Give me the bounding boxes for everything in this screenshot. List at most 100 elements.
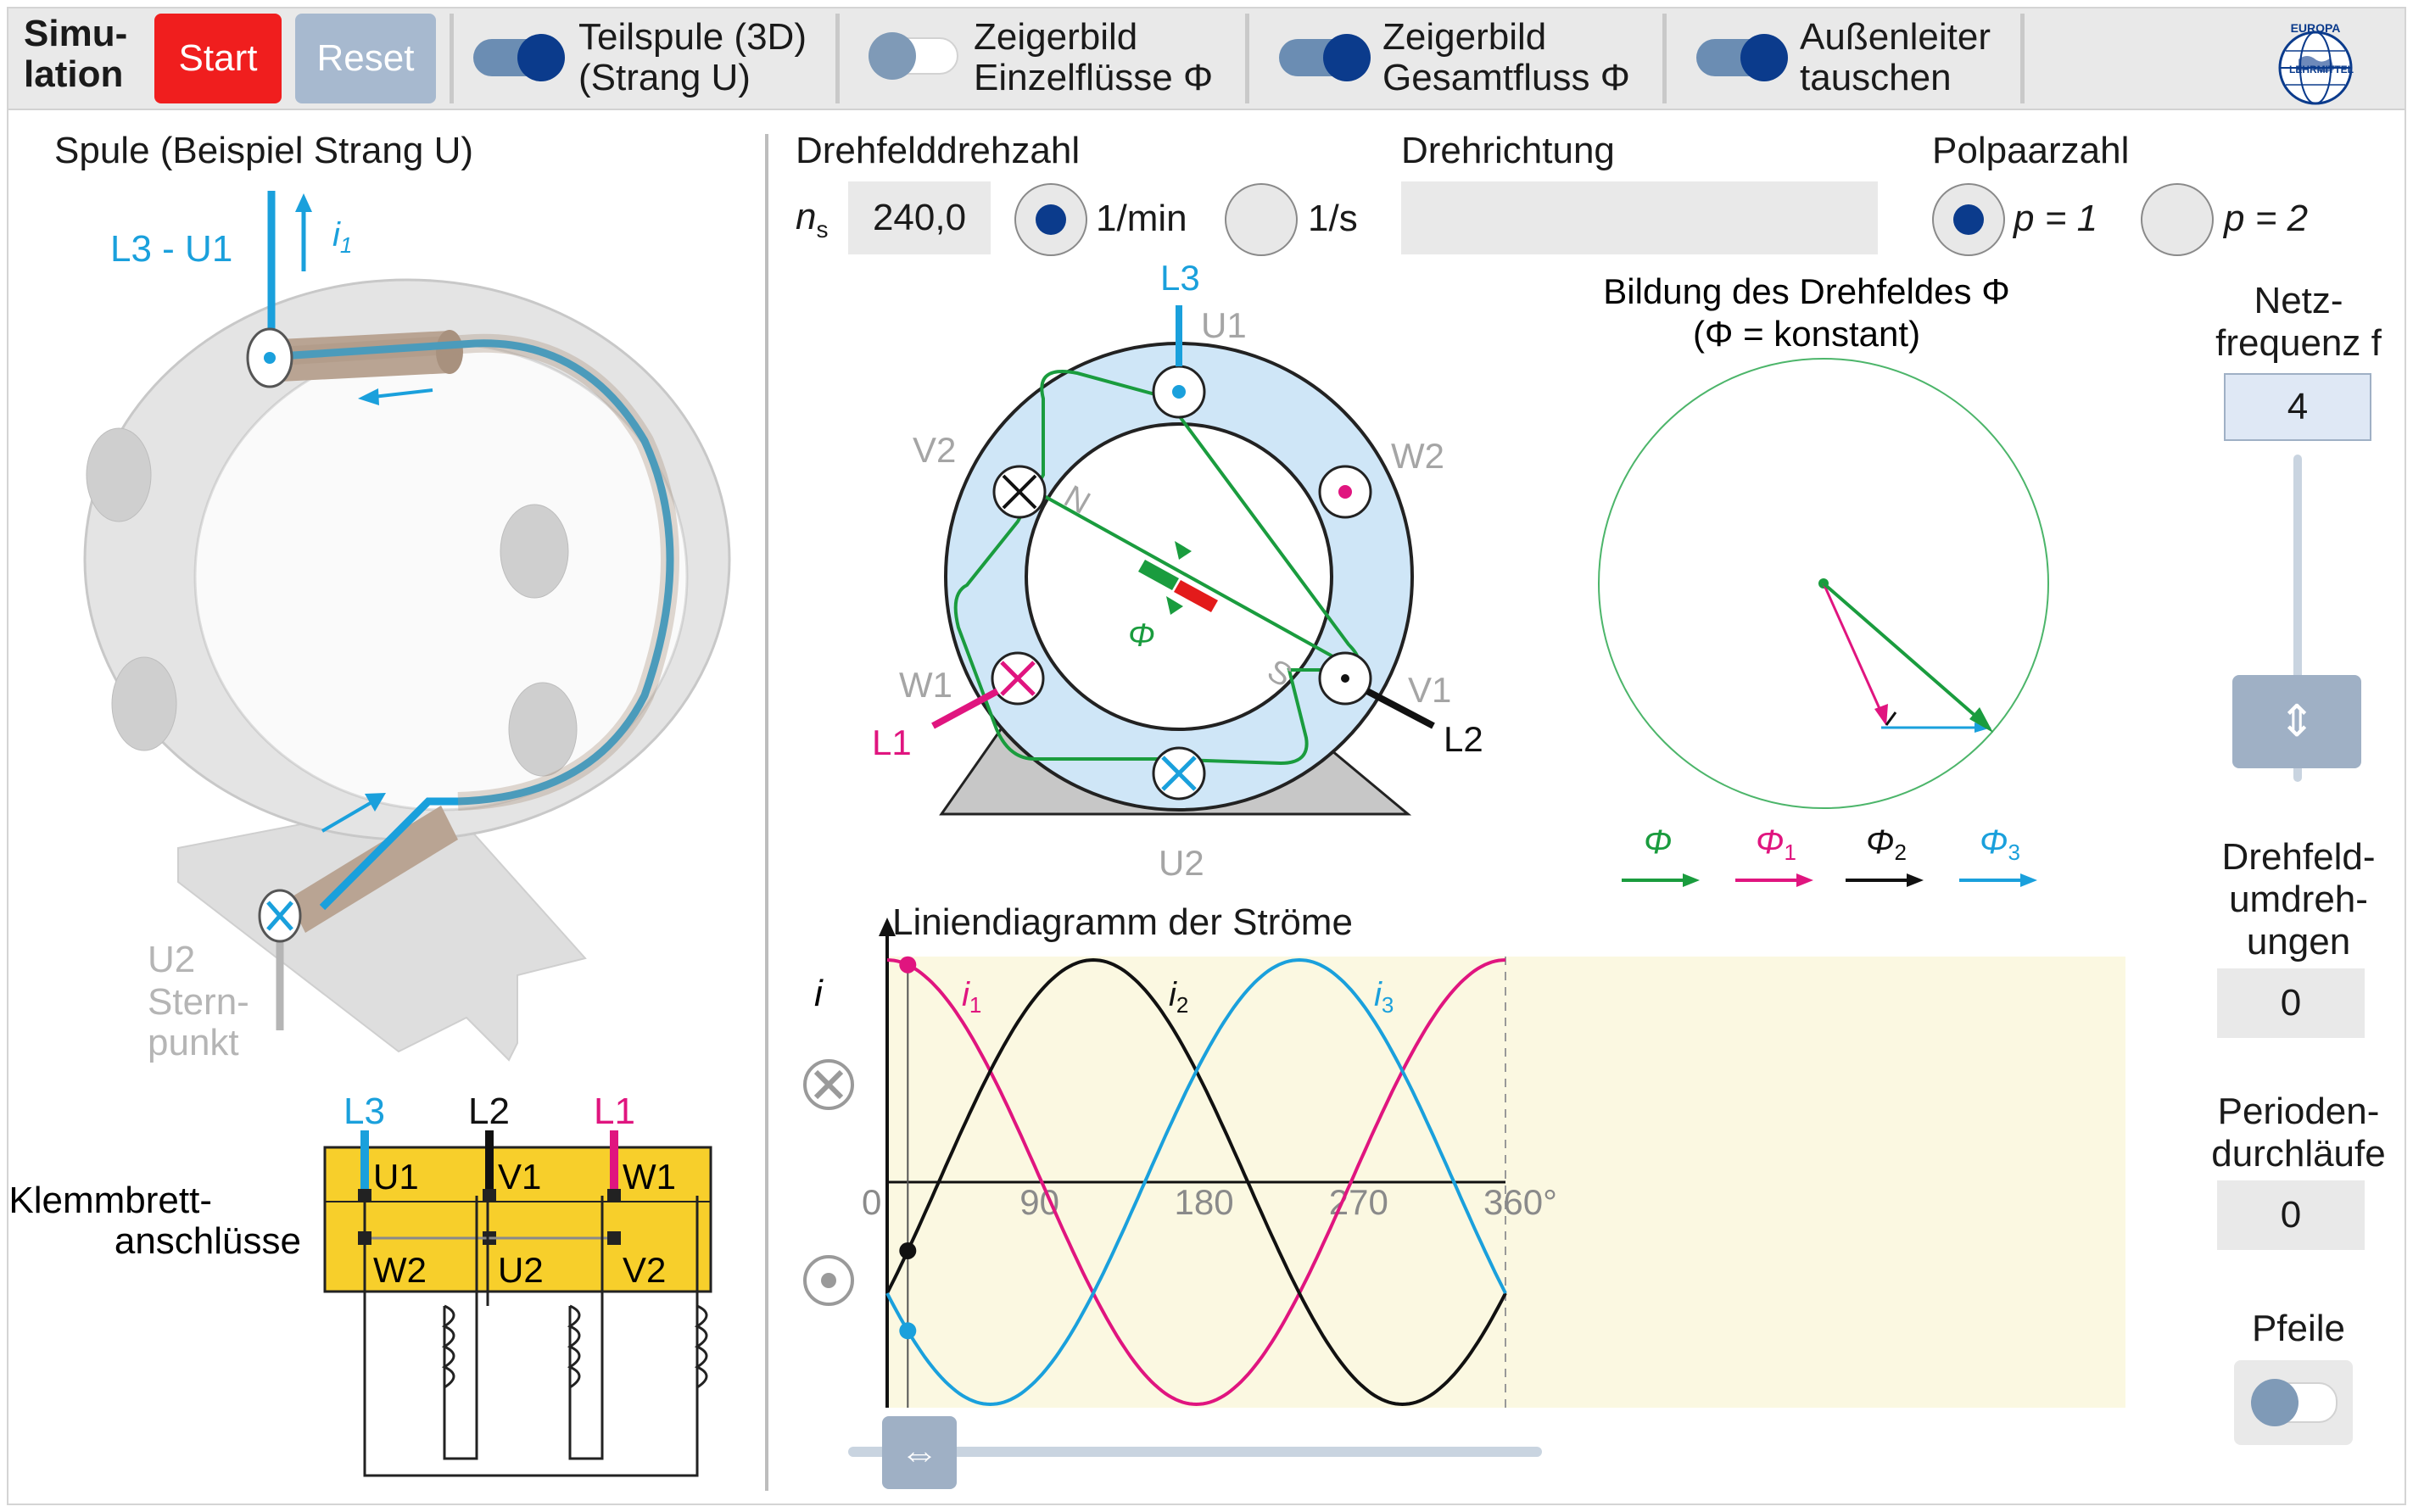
toggle-einzelfluesse[interactable]: [869, 32, 958, 80]
motor-label-w2: W2: [1391, 436, 1444, 476]
direction-title: Drehrichtung: [1401, 130, 1615, 171]
svg-text:Φ1: Φ1: [1756, 823, 1796, 865]
stator-base: [177, 795, 587, 1062]
pole-title: Polpaarzahl: [1932, 130, 2130, 171]
toggle-knob: [517, 34, 565, 81]
angle-slider-track[interactable]: [848, 1447, 1542, 1457]
flux-circle: [1598, 358, 2049, 809]
unit-min-radio[interactable]: [1014, 183, 1087, 256]
toggle-gesamtfluss[interactable]: [1279, 34, 1371, 81]
terminal-w2: W2: [373, 1250, 427, 1290]
phasor-diagram: Bildung des Drehfeldes Φ (Φ = konstant): [1598, 271, 2049, 809]
toggle-label-line1: Teilspule (3D): [578, 16, 807, 58]
motor-label-l3: L3: [1160, 258, 1200, 298]
toolbar-divider: [835, 14, 840, 103]
direction-value: [1401, 181, 1878, 254]
toggle-teilspule-label: Teilspule (3D) (Strang U): [578, 17, 807, 98]
tick-label: 90: [1019, 1182, 1059, 1222]
curve-i3: [885, 957, 1507, 1407]
reset-button[interactable]: Reset: [295, 14, 436, 103]
toggle-label-line2: (Strang U): [578, 57, 751, 98]
speed-symbol: ns: [796, 196, 829, 243]
speed-title: Drehfelddrehzahl: [796, 130, 1081, 171]
winding-schematic: [363, 1196, 708, 1477]
curve-label-i3: i3: [1374, 976, 1394, 1018]
label-sternpunkt-2: punkt: [148, 1022, 239, 1063]
terminal-title-2: anschlüsse: [115, 1220, 301, 1262]
svg-text:Φ3: Φ3: [1980, 823, 2020, 865]
coil-illustration: L3 - U1 i1 U2 Stern- punkt Klemmbrett- a…: [8, 191, 731, 1477]
slot-cylinder: [508, 682, 578, 777]
logo-text-top: EUROPA: [2291, 21, 2341, 35]
motor-label-v1: V1: [1408, 670, 1451, 710]
toggle-knob: [2251, 1379, 2298, 1426]
slot-cylinder: [500, 504, 569, 599]
svg-text:Φ2: Φ2: [1866, 823, 1907, 865]
frequency-title-line2: frequenz f: [2215, 322, 2382, 364]
toggle-einzelfluesse-label: Zeigerbild Einzelflüsse Φ: [974, 17, 1213, 98]
frequency-slider-handle[interactable]: ⇕: [2232, 675, 2361, 768]
stator-inner: [1025, 422, 1333, 731]
rotations-value: 0: [2217, 968, 2365, 1038]
slot-cylinder: [86, 427, 152, 522]
label-l3-u1: L3 - U1: [110, 228, 232, 270]
toggle-aussenleiter-label: Außenleiter tauschen: [1800, 17, 1991, 98]
terminal-v1: V1: [498, 1157, 541, 1197]
tick-label: 180: [1175, 1182, 1234, 1222]
label-sternpunkt-1: Stern-: [148, 981, 249, 1023]
simulation-title: Simu- lation: [24, 14, 127, 95]
current-arrow: [372, 388, 433, 399]
pole-p2-radio[interactable]: [2141, 183, 2214, 256]
motor-label-u2: U2: [1159, 843, 1204, 883]
unit-s-radio[interactable]: [1225, 183, 1298, 256]
motor-label-w1: W1: [899, 665, 952, 705]
toggle-knob: [1740, 34, 1788, 81]
frequency-input[interactable]: 4: [2224, 373, 2371, 441]
svg-text:Φ: Φ: [1644, 823, 1672, 861]
phasor-legend-graphic: Φ Φ1 Φ2 Φ3: [1622, 823, 2037, 887]
phasor-phi-total: [1822, 582, 1985, 724]
toggle-aussenleiter[interactable]: [1696, 34, 1788, 81]
start-button[interactable]: Start: [154, 14, 282, 103]
rotor-south: [1174, 580, 1218, 612]
toggle-gesamtfluss-label: Zeigerbild Gesamtfluss Φ: [1382, 17, 1630, 98]
tick-label: 0: [862, 1182, 881, 1222]
terminal-label-l1: L1: [594, 1091, 635, 1132]
motor-label-u1: U1: [1201, 305, 1247, 345]
coil-wire: [279, 339, 674, 911]
pole-p1-radio[interactable]: [1932, 183, 2005, 256]
toolbar-divider: [2020, 14, 2025, 103]
motor-label-l2: L2: [1444, 719, 1483, 759]
axis-i-label: i: [814, 973, 824, 1014]
arrows-title: Pfeile: [2251, 1308, 2346, 1349]
toggle-label-line2: Einzelflüsse Φ: [974, 57, 1214, 98]
angle-slider-handle[interactable]: ⇔: [882, 1416, 957, 1489]
periods-title: Perioden- durchläufe: [2188, 1091, 2409, 1175]
marker-i1: [899, 956, 917, 974]
toggle-label-line2: Gesamtfluss Φ: [1382, 57, 1630, 98]
curve-label-i1: i1: [962, 976, 981, 1018]
legend-phi2: Φ2: [1846, 823, 1924, 887]
unit-min-label: 1/min: [1096, 198, 1187, 239]
toggle-knob: [869, 32, 916, 80]
toolbar-divider: [450, 14, 454, 103]
rotations-title-line2: umdreh-: [2229, 879, 2368, 920]
panel-divider: [765, 134, 768, 1491]
phasor-title-line1: Bildung des Drehfeldes Φ: [1603, 271, 2009, 311]
periods-title-line1: Perioden-: [2217, 1091, 2380, 1132]
simulation-title-line2: lation: [24, 53, 124, 95]
motor-label-l1: L1: [872, 723, 912, 762]
rotations-title-line1: Drehfeld-: [2221, 836, 2376, 878]
frequency-slider-track[interactable]: [2293, 455, 2302, 782]
terminal-w1: W1: [623, 1157, 676, 1197]
toggle-label-line1: Zeigerbild: [1382, 16, 1547, 58]
label-u2: U2: [148, 939, 195, 980]
phasor-phi2: [1885, 711, 1897, 726]
toggle-label-line1: Außenleiter: [1800, 16, 1991, 58]
simulation-title-line1: Simu-: [24, 13, 128, 54]
terminal-v2: V2: [623, 1250, 666, 1290]
frequency-title: Netz- frequenz f: [2188, 280, 2409, 365]
toggle-teilspule[interactable]: [473, 34, 565, 81]
arrows-toggle[interactable]: [2251, 1379, 2338, 1426]
